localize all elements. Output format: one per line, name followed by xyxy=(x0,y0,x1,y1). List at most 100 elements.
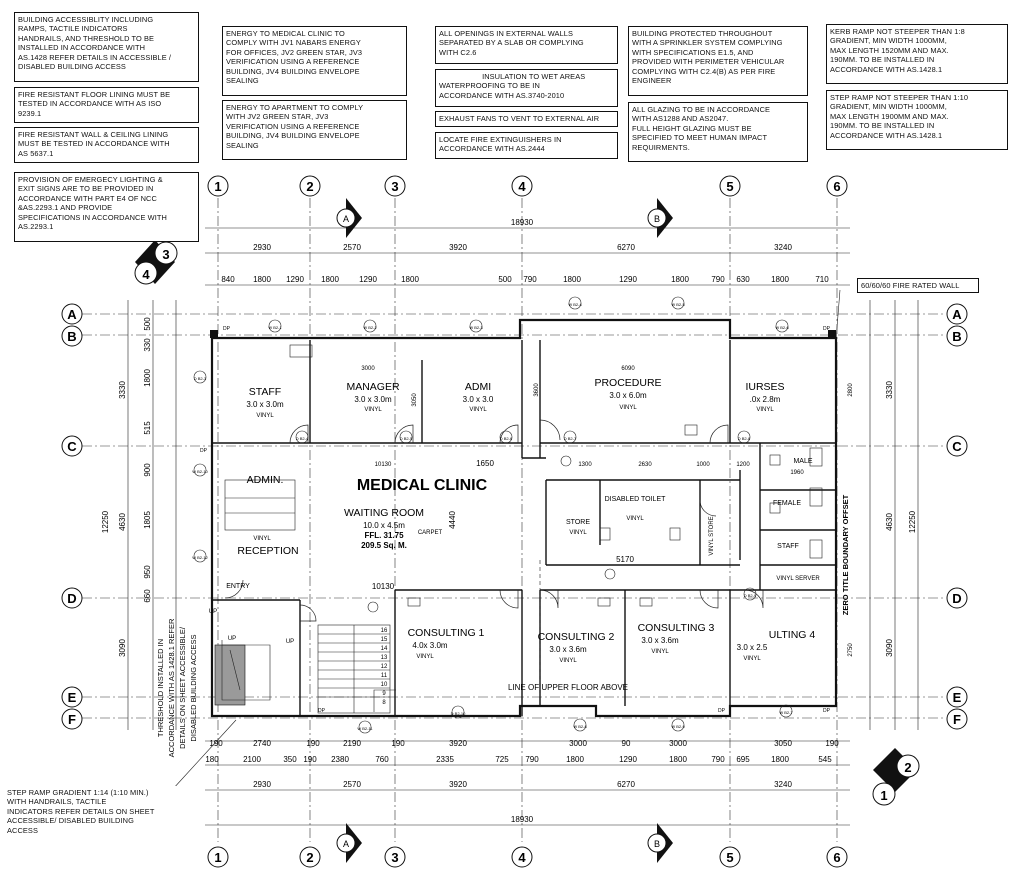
note-line: SEALING xyxy=(226,76,259,86)
room-consulting2-name: CONSULTING 2 xyxy=(538,631,615,643)
dim-int-10: 1200 xyxy=(736,462,750,468)
room-manager-name: MANAGER xyxy=(346,381,400,393)
note-line: FULL HEIGHT GLAZING MUST BE xyxy=(632,123,752,133)
dim-bot-room-5: 190 xyxy=(391,739,405,748)
note-line: ALL GLAZING TO BE IN ACCORDANCE xyxy=(632,105,771,114)
note-line: AS.1428 REFER DETAILS IN ACCESSIBLE / xyxy=(18,52,172,62)
stair-numbers: 16 15 14 13 12 11 10 9 8 UP UP UP xyxy=(209,609,388,706)
dim-int-2: 6090 xyxy=(621,366,635,372)
tag-w-b2-3: W B2-3 xyxy=(469,325,483,330)
dim-top-detail-1: 840 xyxy=(221,275,235,284)
note-line: MAX LENGTH 1900mm AND MAX. xyxy=(830,111,949,121)
dim-top-1: 2930 xyxy=(253,243,271,252)
grid-bubbles-bottom: 1 2 3 4 5 6 xyxy=(207,846,848,868)
dim-bot-room-9: 3000 xyxy=(669,739,687,748)
dim-top-detail-7: 500 xyxy=(498,275,512,284)
room-labels: STAFF 3.0 x 3.0m VINYL MANAGER 3.0 x 3.0… xyxy=(226,377,820,664)
note-line: ACCORDANCE WITH AS.2444 xyxy=(439,144,545,154)
dim-top-detail-4: 1800 xyxy=(321,275,339,284)
dim-bot-detail-4: 190 xyxy=(303,755,317,764)
elev-mark-3: 3 xyxy=(162,247,169,262)
dim-top-detail-11: 1800 xyxy=(671,275,689,284)
note-line: INSULATION TO WET AREAS xyxy=(439,72,586,81)
tag-w-b2-8: W B2-8 xyxy=(573,724,587,729)
note-line: ACCESS xyxy=(7,825,38,835)
note-fire-wall: FIRE RESISTANT WALL & CEILING LINING MUS… xyxy=(14,127,199,163)
dim-bot-detail-16: 545 xyxy=(818,755,832,764)
dim-bot-room-11: 190 xyxy=(825,739,839,748)
grid-bubbles-right: A B C D E F xyxy=(946,303,968,730)
grid-row-b-right: B xyxy=(952,329,961,344)
room-waiting-size: 10.0 x 4.5m xyxy=(363,521,405,530)
stair-num-6: 11 xyxy=(381,673,388,679)
note-extinguishers: LOCATE FIRE EXTINGUISHERS IN ACCORDANCE … xyxy=(435,132,618,159)
clinic-title: MEDICAL CLINIC xyxy=(357,477,488,494)
note-openings: ALL OPENINGS IN EXTERNAL WALLS SEPARATED… xyxy=(435,26,618,64)
grid-row-c-left: C xyxy=(67,439,77,454)
note-kerb-ramp: KERB RAMP NOT STEEPER THAN 1:8 GRADIENT,… xyxy=(826,24,1008,84)
grid-row-f-right: F xyxy=(953,712,961,727)
tag-w-b2-1: W B2-1 xyxy=(268,325,282,330)
note-line: ACCORDANCE WITH AS.1428.1 xyxy=(830,130,943,140)
stair-num-3: 14 xyxy=(381,646,388,652)
dim-bot-room-2: 2740 xyxy=(253,739,271,748)
note-line: &AS.2293.1 AND PROVIDE xyxy=(18,203,113,213)
grid-row-e-right: E xyxy=(953,690,962,705)
tag-w-b2-6: W B2-6 xyxy=(775,325,789,330)
dim-bot-detail-13: 790 xyxy=(711,755,725,764)
room-admin-size: 3.0 x 3.0 xyxy=(463,395,494,404)
stair-num-8: 9 xyxy=(382,691,386,697)
note-line: ACCORDANCE WITH AS.3740-2010 xyxy=(439,90,565,100)
dim-bot-detail-2: 2100 xyxy=(243,755,261,764)
note-line: SPECIFIED TO MEET HUMAN IMPACT xyxy=(632,133,768,143)
stair-num-5: 12 xyxy=(381,664,388,670)
ramp xyxy=(214,640,271,706)
note-line: 60/60/60 FIRE RATED WALL xyxy=(861,281,960,290)
dim-left-detail-1: 500 xyxy=(143,317,152,331)
window-door-tags: W B2-1 W B2-2 W B2-3 W B2-4 W B2-5 W B2-… xyxy=(192,296,831,734)
grid-row-f-left: F xyxy=(68,712,76,727)
threshold-note-line-4: DISABLED BUILDING ACCESS xyxy=(189,634,198,741)
room-consulting1-name: CONSULTING 1 xyxy=(408,627,485,639)
dim-int-5: 10130 xyxy=(372,582,395,591)
dim-bot-detail-8: 725 xyxy=(495,755,509,764)
dimension-lines xyxy=(127,227,919,826)
dim-bot-detail-5: 2380 xyxy=(331,755,349,764)
upper-floor-label-1: LINE OF UPPER FLOOR ABOVE xyxy=(508,683,628,692)
grid-bubbles-top: 1 2 3 4 5 6 xyxy=(207,175,848,197)
dim-int-12: 4440 xyxy=(448,511,457,529)
note-line: EXIT SIGNS ARE TO BE PROVIDED IN xyxy=(18,184,154,194)
note-accessibility: BUILDING ACCESSIBLITY INCLUDING RAMPS, T… xyxy=(14,12,199,82)
note-line: PROVIDED WITH PERIMETER VEHICULAR xyxy=(632,57,785,67)
room-store-finish: VINYL xyxy=(569,530,587,536)
room-procedure-size: 3.0 x 6.0m xyxy=(609,391,647,400)
dim-top-detail-6: 1800 xyxy=(401,275,419,284)
dim-left-detail-2: 330 xyxy=(143,338,152,352)
grid-col-6-bottom: 6 xyxy=(833,850,840,865)
room-waiting-area: 209.5 Sq. M. xyxy=(361,541,407,550)
note-step-ramp: STEP RAMP NOT STEEPER THAN 1:10 GRADIENT… xyxy=(826,90,1008,150)
dim-int-13: 3050 xyxy=(412,393,418,407)
grid-row-a-right: A xyxy=(952,307,962,322)
tag-dp-1: DP xyxy=(223,326,231,332)
dim-top-2: 2570 xyxy=(343,243,361,252)
note-line: 9239.1 xyxy=(18,108,42,118)
door-swings xyxy=(224,419,764,622)
room-staff-name: STAFF xyxy=(249,386,281,398)
grid-row-d-left: D xyxy=(67,591,76,606)
dim-bot-detail-12: 1800 xyxy=(669,755,687,764)
tag-w-b2-9: W B2-9 xyxy=(671,724,685,729)
tag-dp-4: DP xyxy=(718,708,726,714)
dim-top-detail-8: 790 xyxy=(523,275,537,284)
note-energy-clinic: ENERGY TO MEDICAL CLINIC TO COMPLY WITH … xyxy=(222,26,407,96)
room-nurses-finish: VINYL xyxy=(756,407,774,413)
overall-depth-right: 12250 xyxy=(908,510,917,533)
grid-row-d-right: D xyxy=(952,591,961,606)
dim-left-detail-8: 660 xyxy=(143,589,152,603)
note-line: INDICATORS REFER DETAILS ON SHEET xyxy=(7,806,155,816)
note-insulation: INSULATION TO WET AREAS WATERPROOFING TO… xyxy=(435,69,618,107)
note-line: EXHAUST FANS TO VENT TO EXTERNAL AIR xyxy=(439,114,600,123)
stair-num-2: 15 xyxy=(381,637,388,643)
dim-left-detail-7: 950 xyxy=(143,565,152,579)
reception-counter xyxy=(224,479,296,531)
